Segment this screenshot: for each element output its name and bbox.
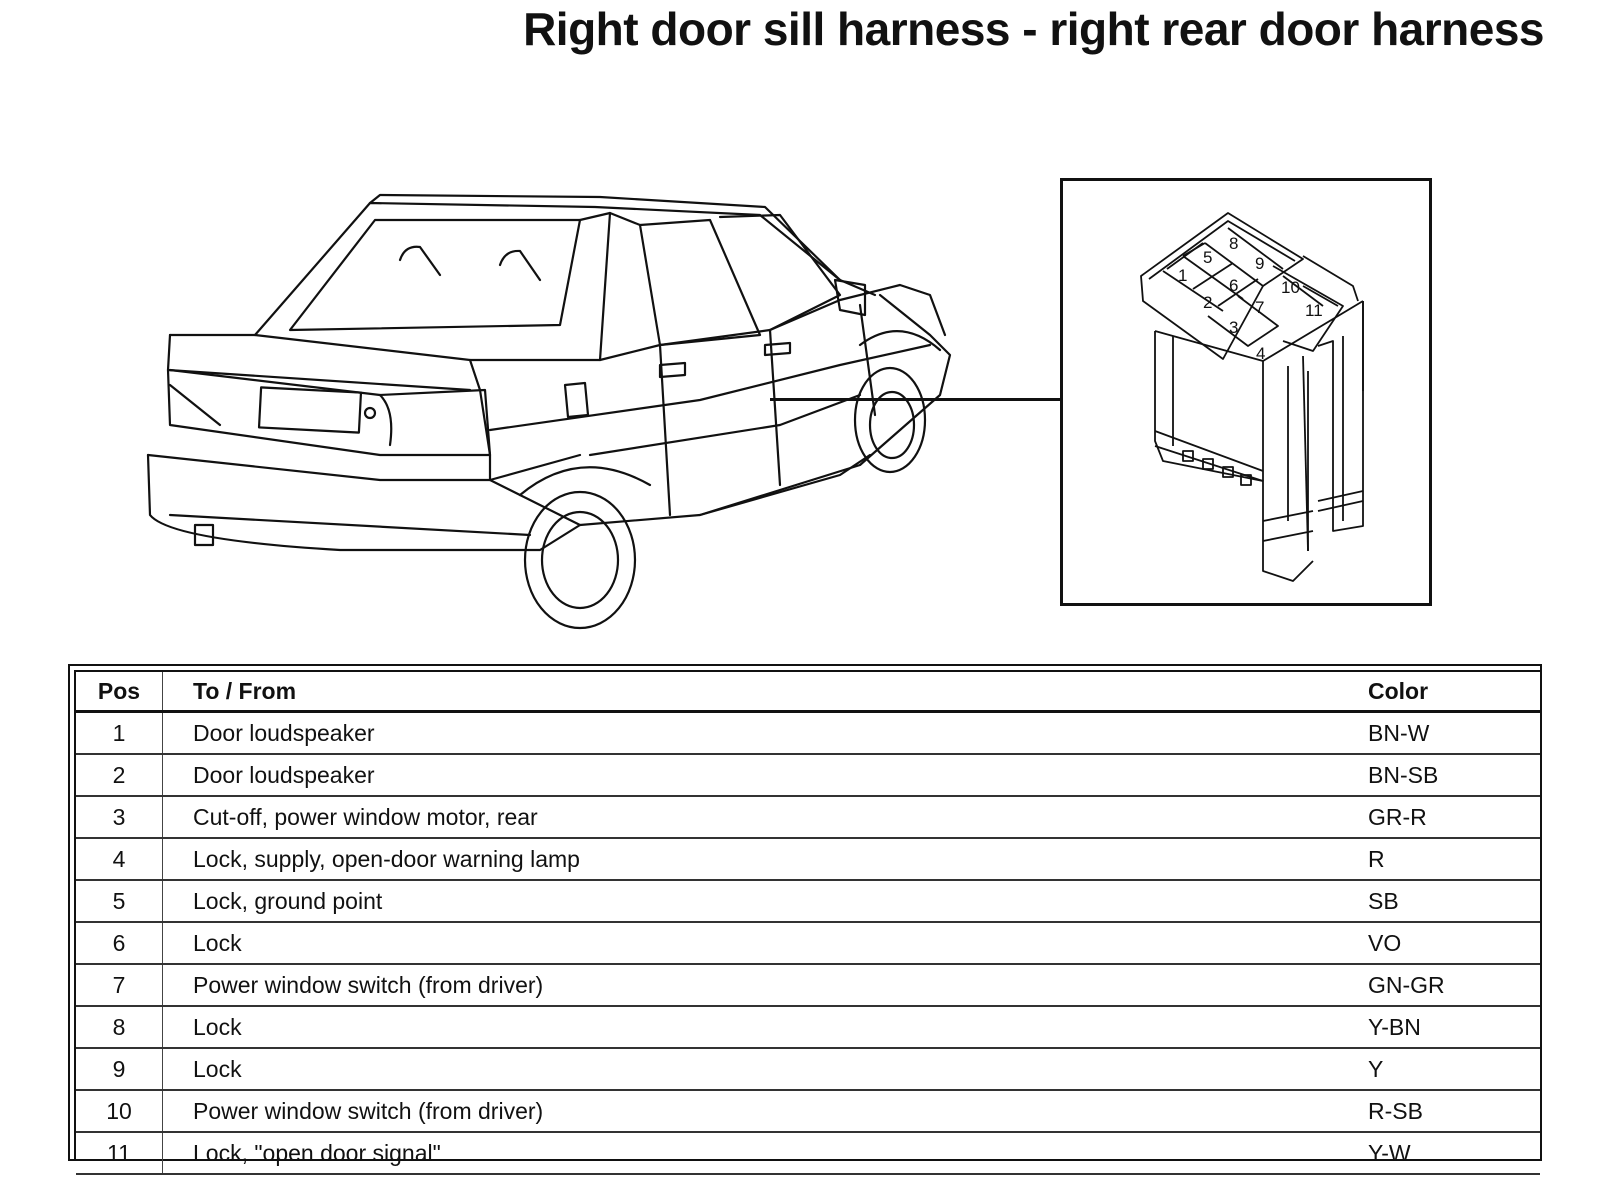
table-header-row: Pos To / From Color <box>76 672 1540 713</box>
pin-label: 4 <box>1256 344 1265 363</box>
pin-table-frame: Pos To / From Color 1 Door loudspeaker B… <box>68 664 1542 1175</box>
color-cell: GN-GR <box>1368 964 1540 1007</box>
table-row: 2 Door loudspeaker BN-SB <box>76 754 1540 797</box>
pos-cell: 10 <box>76 1090 163 1133</box>
to-from-cell: Cut-off, power window motor, rear <box>162 796 1368 839</box>
table-row: 10 Power window switch (from driver) R-S… <box>76 1090 1540 1133</box>
to-from-cell: Door loudspeaker <box>162 711 1368 755</box>
connector-drawing: 1 2 3 4 5 6 7 8 9 10 11 <box>1140 212 1364 582</box>
pos-cell: 3 <box>76 796 163 839</box>
page-title: Right door sill harness - right rear doo… <box>523 3 1544 55</box>
pos-cell: 2 <box>76 754 163 797</box>
table-row: 3 Cut-off, power window motor, rear GR-R <box>76 796 1540 839</box>
color-cell: GR-R <box>1368 796 1540 839</box>
table-row: 6 Lock VO <box>76 922 1540 965</box>
pin-label: 5 <box>1203 248 1212 267</box>
pos-cell: 9 <box>76 1048 163 1091</box>
to-from-cell: Lock, ground point <box>162 880 1368 923</box>
table-row: 11 Lock, "open door signal" Y-W <box>76 1132 1540 1175</box>
color-cell: BN-SB <box>1368 754 1540 797</box>
pin-table: Pos To / From Color 1 Door loudspeaker B… <box>76 672 1540 1175</box>
to-from-cell: Power window switch (from driver) <box>162 1090 1368 1133</box>
pos-cell: 4 <box>76 838 163 881</box>
to-from-cell: Door loudspeaker <box>162 754 1368 797</box>
pin-label: 11 <box>1305 301 1323 320</box>
to-from-cell: Lock <box>162 1048 1368 1091</box>
column-header-pos: Pos <box>76 672 163 713</box>
pin-label: 3 <box>1229 318 1238 337</box>
table-row: 1 Door loudspeaker BN-W <box>76 711 1540 755</box>
connector-detail-box: 1 2 3 4 5 6 7 8 9 10 11 <box>1060 178 1432 606</box>
table-row: 5 Lock, ground point SB <box>76 880 1540 923</box>
to-from-cell: Lock <box>162 922 1368 965</box>
to-from-cell: Power window switch (from driver) <box>162 964 1368 1007</box>
color-cell: VO <box>1368 922 1540 965</box>
color-cell: Y-W <box>1368 1132 1540 1175</box>
pos-cell: 5 <box>76 880 163 923</box>
color-cell: Y <box>1368 1048 1540 1091</box>
table-row: 9 Lock Y <box>76 1048 1540 1091</box>
pin-label: 10 <box>1281 278 1300 297</box>
pin-label: 8 <box>1229 234 1238 253</box>
pin-label: 9 <box>1255 254 1264 273</box>
pos-cell: 11 <box>76 1132 163 1175</box>
car-illustration <box>146 193 952 630</box>
color-cell: SB <box>1368 880 1540 923</box>
color-cell: R <box>1368 838 1540 881</box>
connector-leader-line <box>770 398 1062 401</box>
table-row: 7 Power window switch (from driver) GN-G… <box>76 964 1540 1007</box>
color-cell: Y-BN <box>1368 1006 1540 1049</box>
pin-label: 1 <box>1178 266 1187 285</box>
column-header-color: Color <box>1368 672 1540 713</box>
pos-cell: 1 <box>76 711 163 755</box>
pin-label: 7 <box>1255 298 1264 317</box>
pin-label: 6 <box>1229 276 1238 295</box>
color-cell: R-SB <box>1368 1090 1540 1133</box>
pos-cell: 8 <box>76 1006 163 1049</box>
column-header-to-from: To / From <box>162 672 1368 713</box>
table-row: 8 Lock Y-BN <box>76 1006 1540 1049</box>
to-from-cell: Lock, "open door signal" <box>162 1132 1368 1175</box>
table-row: 4 Lock, supply, open-door warning lamp R <box>76 838 1540 881</box>
to-from-cell: Lock, supply, open-door warning lamp <box>162 838 1368 881</box>
color-cell: BN-W <box>1368 711 1540 755</box>
to-from-cell: Lock <box>162 1006 1368 1049</box>
pos-cell: 6 <box>76 922 163 965</box>
pos-cell: 7 <box>76 964 163 1007</box>
pin-label: 2 <box>1203 293 1212 312</box>
